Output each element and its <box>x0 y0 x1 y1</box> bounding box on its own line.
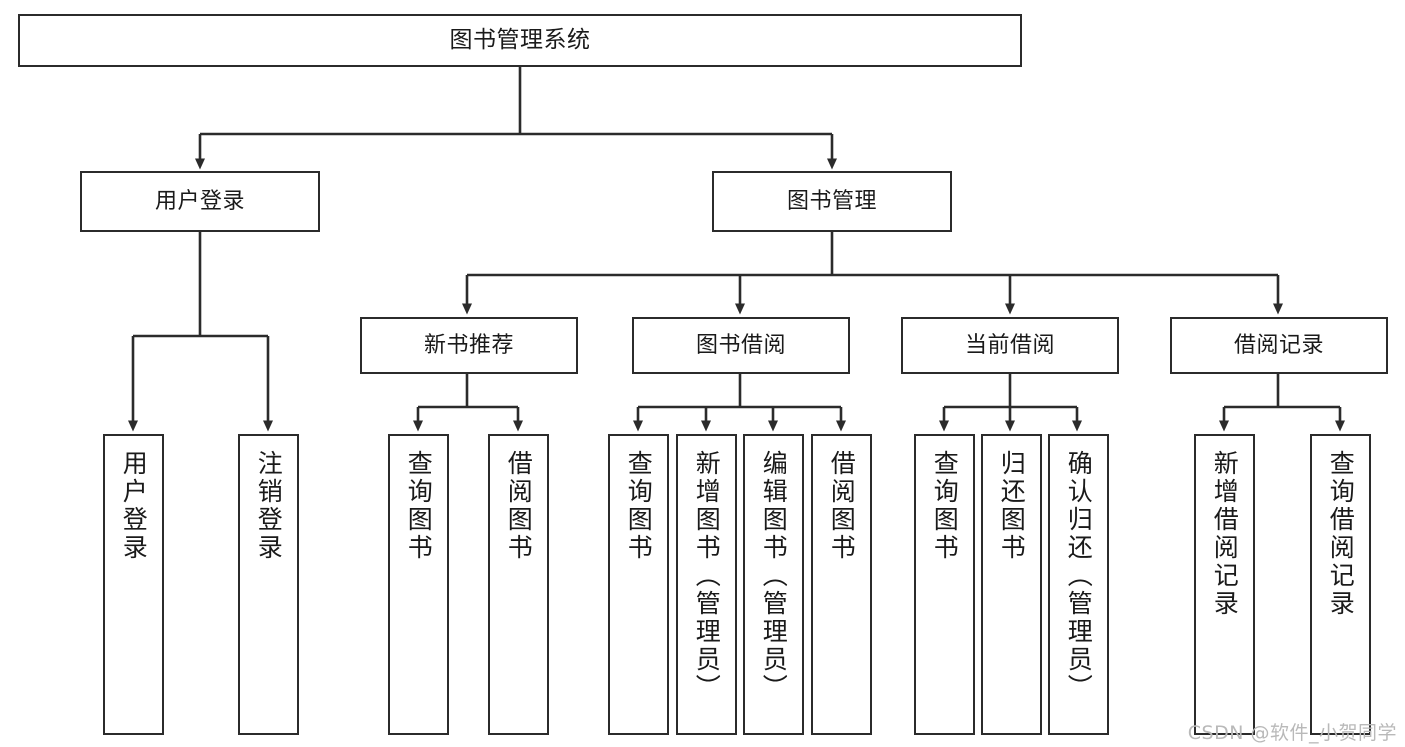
node-user-login-label: 用户登录 <box>154 188 245 214</box>
leaf-label: 新增图书（管理员） <box>692 450 722 702</box>
leaf-label: 借阅图书 <box>504 450 534 562</box>
node-new-book-recommend-label: 新书推荐 <box>423 332 514 358</box>
leaf-label: 新增借阅记录 <box>1210 450 1240 618</box>
node-current-borrow[interactable]: 当前借阅 <box>901 317 1119 374</box>
leaf-current-return-book[interactable]: 归还图书 <box>981 434 1042 735</box>
node-user-login[interactable]: 用户登录 <box>80 171 320 232</box>
leaf-label: 用户登录 <box>119 450 149 562</box>
leaf-label: 查询借阅记录 <box>1326 450 1356 618</box>
node-borrow-records-label: 借阅记录 <box>1233 332 1324 358</box>
leaf-borrow-borrow-book[interactable]: 借阅图书 <box>811 434 872 735</box>
leaf-label: 查询图书 <box>930 450 960 562</box>
leaf-user-login-logout[interactable]: 注销登录 <box>238 434 299 735</box>
leaf-label: 注销登录 <box>254 450 284 562</box>
node-borrow-records[interactable]: 借阅记录 <box>1170 317 1388 374</box>
leaf-label: 归还图书 <box>997 450 1027 562</box>
leaf-new-book-borrow[interactable]: 借阅图书 <box>488 434 549 735</box>
leaf-new-book-query[interactable]: 查询图书 <box>388 434 449 735</box>
node-book-management-label: 图书管理 <box>786 188 877 214</box>
leaf-label: 查询图书 <box>404 450 434 562</box>
leaf-label: 确认归还（管理员） <box>1064 450 1094 702</box>
leaf-label: 查询图书 <box>624 450 654 562</box>
leaf-current-query-book[interactable]: 查询图书 <box>914 434 975 735</box>
leaf-borrow-add-book-admin[interactable]: 新增图书（管理员） <box>676 434 737 735</box>
leaf-records-query-record[interactable]: 查询借阅记录 <box>1310 434 1371 735</box>
watermark-text: CSDN @软件_小贺同学 <box>1187 722 1397 744</box>
leaf-borrow-edit-book-admin[interactable]: 编辑图书（管理员） <box>743 434 804 735</box>
node-current-borrow-label: 当前借阅 <box>964 332 1055 358</box>
leaf-current-confirm-return-admin[interactable]: 确认归还（管理员） <box>1048 434 1109 735</box>
node-book-borrow-label: 图书借阅 <box>695 332 786 358</box>
node-root-label: 图书管理系统 <box>449 26 591 53</box>
leaf-label: 借阅图书 <box>827 450 857 562</box>
node-book-management[interactable]: 图书管理 <box>712 171 952 232</box>
leaf-records-add-record[interactable]: 新增借阅记录 <box>1194 434 1255 735</box>
node-root[interactable]: 图书管理系统 <box>18 14 1022 67</box>
leaf-user-login-login[interactable]: 用户登录 <box>103 434 164 735</box>
node-new-book-recommend[interactable]: 新书推荐 <box>360 317 578 374</box>
node-book-borrow[interactable]: 图书借阅 <box>632 317 850 374</box>
leaf-label: 编辑图书（管理员） <box>759 450 789 702</box>
leaf-borrow-query-book[interactable]: 查询图书 <box>608 434 669 735</box>
